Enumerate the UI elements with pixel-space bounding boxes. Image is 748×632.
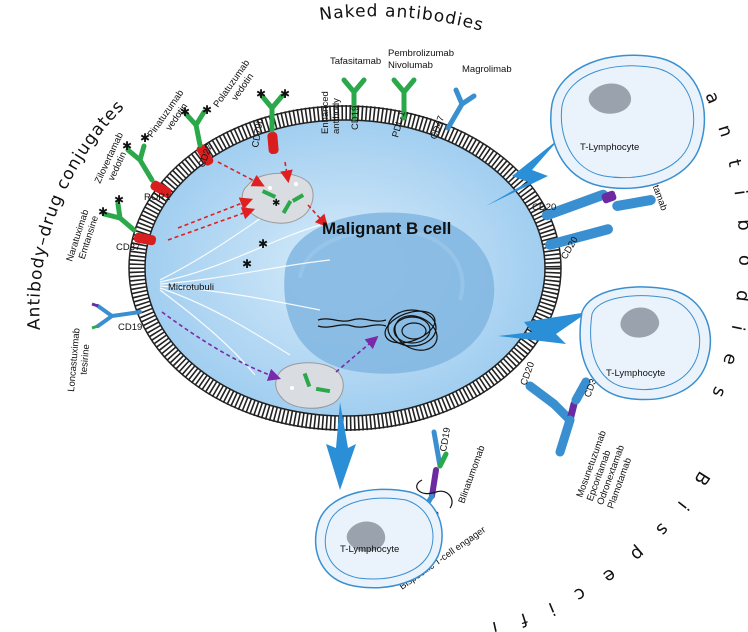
pembrolizumab-antibody	[391, 77, 417, 121]
loncastuximab-label: Loncastuximab tesirine	[66, 328, 93, 393]
cd37-label: CD37	[116, 242, 140, 253]
svg-text:Pembrolizumab: Pembrolizumab	[388, 48, 454, 59]
lightning-bolt-right	[498, 312, 588, 344]
nucleus	[284, 212, 495, 374]
ror1-label: ROR1	[144, 192, 170, 203]
pinatuzumab-antibody: ✱ ✱	[180, 103, 214, 166]
mosunetuzumab-antibody	[525, 377, 591, 457]
dna-strand	[317, 309, 438, 351]
cell-title: Malignant B cell	[322, 219, 451, 238]
t-lymphocyte-top-right	[550, 54, 706, 190]
svg-text:✱: ✱	[256, 87, 266, 101]
pembrolizumab-label: Pembrolizumab Nivolumab	[388, 48, 454, 71]
naratuximab-antibody: ✱ ✱	[98, 193, 157, 246]
t-lymphocyte-label-3: T-Lymphocyte	[340, 544, 399, 555]
t-lymphocyte-label-2: T-Lymphocyte	[606, 368, 665, 379]
mosunetuzumab-cd20-label: CD20	[518, 360, 537, 387]
endosome-bottom	[275, 362, 344, 409]
svg-text:✱: ✱	[114, 193, 124, 207]
enhanced-antibody-label: Enhanced antibody	[320, 91, 342, 134]
loncastuximab-antibody	[91, 302, 142, 330]
naked-group-title: Naked antibodies	[318, 1, 486, 36]
svg-text:✱: ✱	[272, 198, 280, 209]
svg-text:✱: ✱	[180, 105, 190, 119]
blinatumomab-cd19-label: CD19	[438, 427, 453, 453]
blinatumomab-label: Blinatumomab	[456, 444, 487, 505]
magrolimab-antibody	[445, 87, 477, 131]
polatuzumab-antibody: ✱ ✱	[256, 87, 290, 155]
svg-text:antibody: antibody	[331, 98, 342, 134]
loncastuximab-arrows	[161, 311, 379, 381]
t-lymphocyte-bottom	[314, 488, 443, 589]
t-lymphocyte-label-1: T-Lymphocyte	[580, 142, 639, 153]
lightning-bolt-top-right	[486, 138, 560, 206]
polatuzumab-label: Polatuzumab vedotin	[211, 58, 256, 110]
svg-text:✱: ✱	[258, 237, 268, 251]
mosunetuzumab-group-label: Mosunetuzumab Epcoritamab Odronextamab P…	[574, 429, 634, 510]
zilovertamab-antibody: ✱ ✱	[122, 131, 172, 198]
drug-payload-stars: ✱ ✱ ✱	[242, 198, 280, 271]
tafasitamab-antibody	[341, 77, 367, 121]
svg-text:✱: ✱	[122, 139, 132, 153]
lightning-bolt-bottom	[326, 402, 356, 490]
svg-text:✱: ✱	[140, 131, 150, 145]
adc-group-title: Antibody–drug conjugates	[24, 96, 128, 331]
svg-text:✱: ✱	[202, 103, 212, 117]
svg-text:Nivolumab: Nivolumab	[388, 60, 433, 71]
glofitamab-antibody	[541, 189, 656, 250]
cd79b-label: CD79b	[250, 117, 266, 148]
glofitamab-cd20-label-a: CD20	[532, 202, 556, 213]
cd47-label: CD47	[428, 114, 447, 141]
naratuximab-label: Naratuximab Emtansine	[64, 208, 101, 263]
svg-text:✱: ✱	[280, 87, 290, 101]
svg-text:✱: ✱	[242, 257, 252, 271]
tafasitamab-label: Tafasitamab	[330, 56, 381, 67]
svg-text:tesirine: tesirine	[79, 344, 93, 375]
microtubuli-label: Microtubuli	[168, 282, 214, 293]
magrolimab-label: Magrolimab	[462, 64, 512, 75]
svg-text:Enhanced: Enhanced	[320, 91, 331, 134]
svg-text:✱: ✱	[98, 205, 108, 219]
adc-cd19-label: CD19	[118, 322, 142, 333]
malignant-b-cell	[128, 105, 562, 431]
adc-internalization-arrows	[167, 161, 329, 241]
t-lymphocyte-right	[579, 286, 712, 401]
naked-cd19-label: CD19	[350, 106, 361, 130]
